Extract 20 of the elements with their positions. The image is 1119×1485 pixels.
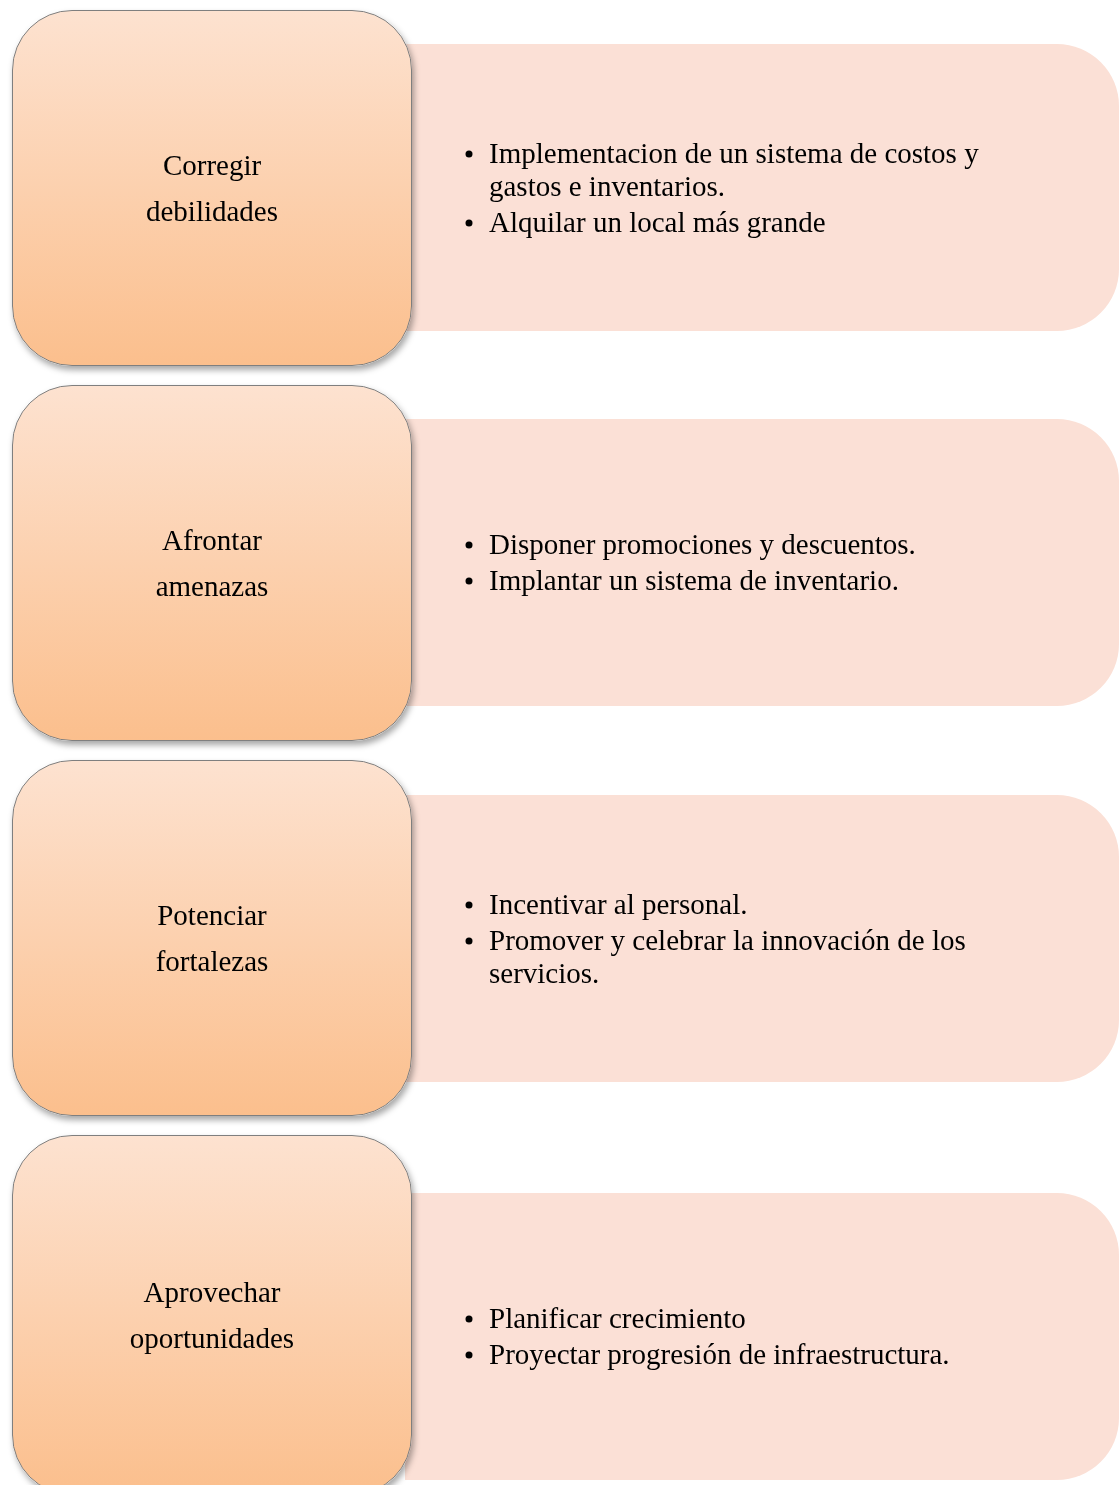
- rounded-panel: [405, 44, 1119, 331]
- bullet-text: Alquilar un local más grande: [489, 205, 827, 239]
- rounded-panel: [405, 419, 1119, 706]
- rounded-box: [12, 385, 412, 741]
- bullet-text: Implantar un sistema de inventario.: [489, 564, 900, 597]
- rounded-box: [12, 1135, 412, 1485]
- rounded-box: [12, 10, 412, 366]
- bullet-text: Implementacion de un sistema de costos y gastos e inventarios.: [489, 136, 980, 203]
- bullet-text: Proyectar progresión de infraestructura.: [489, 1338, 951, 1371]
- bullet-text: Planificar crecimiento: [489, 1302, 747, 1335]
- bullet-text: Incentivar al personal.: [489, 887, 749, 921]
- box-heading: Aprovechar oportunidades: [128, 1275, 296, 1356]
- box-heading: Potenciar fortalezas: [154, 898, 270, 979]
- rounded-box: [12, 760, 412, 1116]
- bullet-text: Promover y celebrar la innovación de los servicios.: [489, 923, 967, 990]
- rounded-panel: [405, 1193, 1119, 1480]
- rounded-panel: [405, 795, 1119, 1082]
- box-heading: Corregir debilidades: [144, 148, 280, 229]
- bullet-text: Disponer promociones y descuentos.: [489, 528, 917, 561]
- box-heading: Afrontar amenazas: [154, 523, 270, 604]
